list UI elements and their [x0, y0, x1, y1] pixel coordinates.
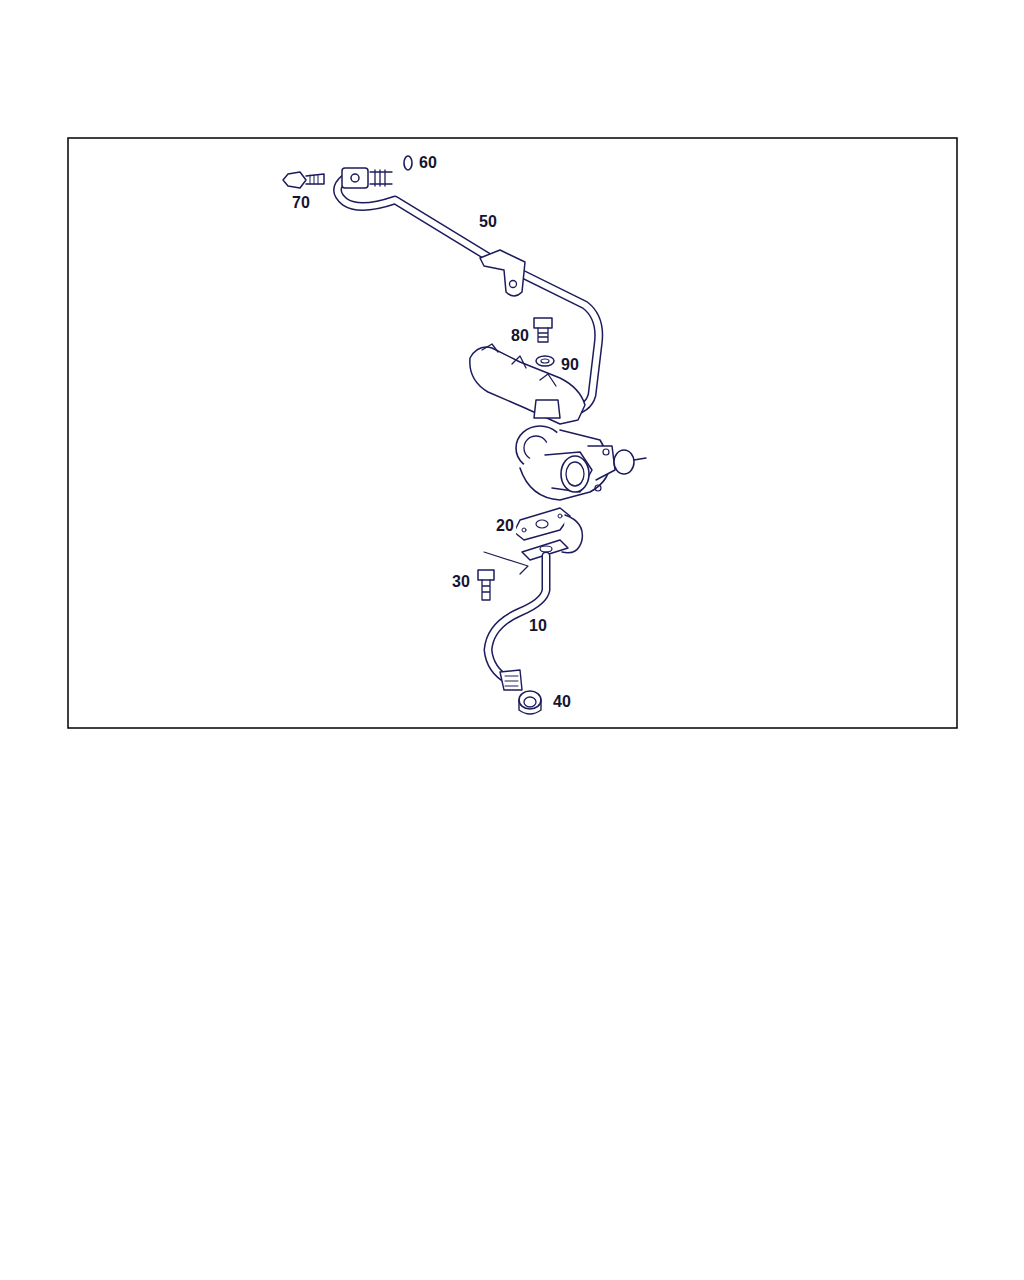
callout-number: 60: [417, 154, 439, 172]
callout-number: 90: [559, 356, 581, 374]
callout-number: 70: [290, 194, 312, 212]
callout-number: 20: [494, 517, 516, 535]
callout-number: 30: [450, 573, 472, 591]
frame: [68, 138, 957, 728]
callout-number: 10: [527, 617, 549, 635]
callout-number: 50: [477, 213, 499, 231]
callout-number: 40: [551, 693, 573, 711]
callout-number: 80: [509, 327, 531, 345]
